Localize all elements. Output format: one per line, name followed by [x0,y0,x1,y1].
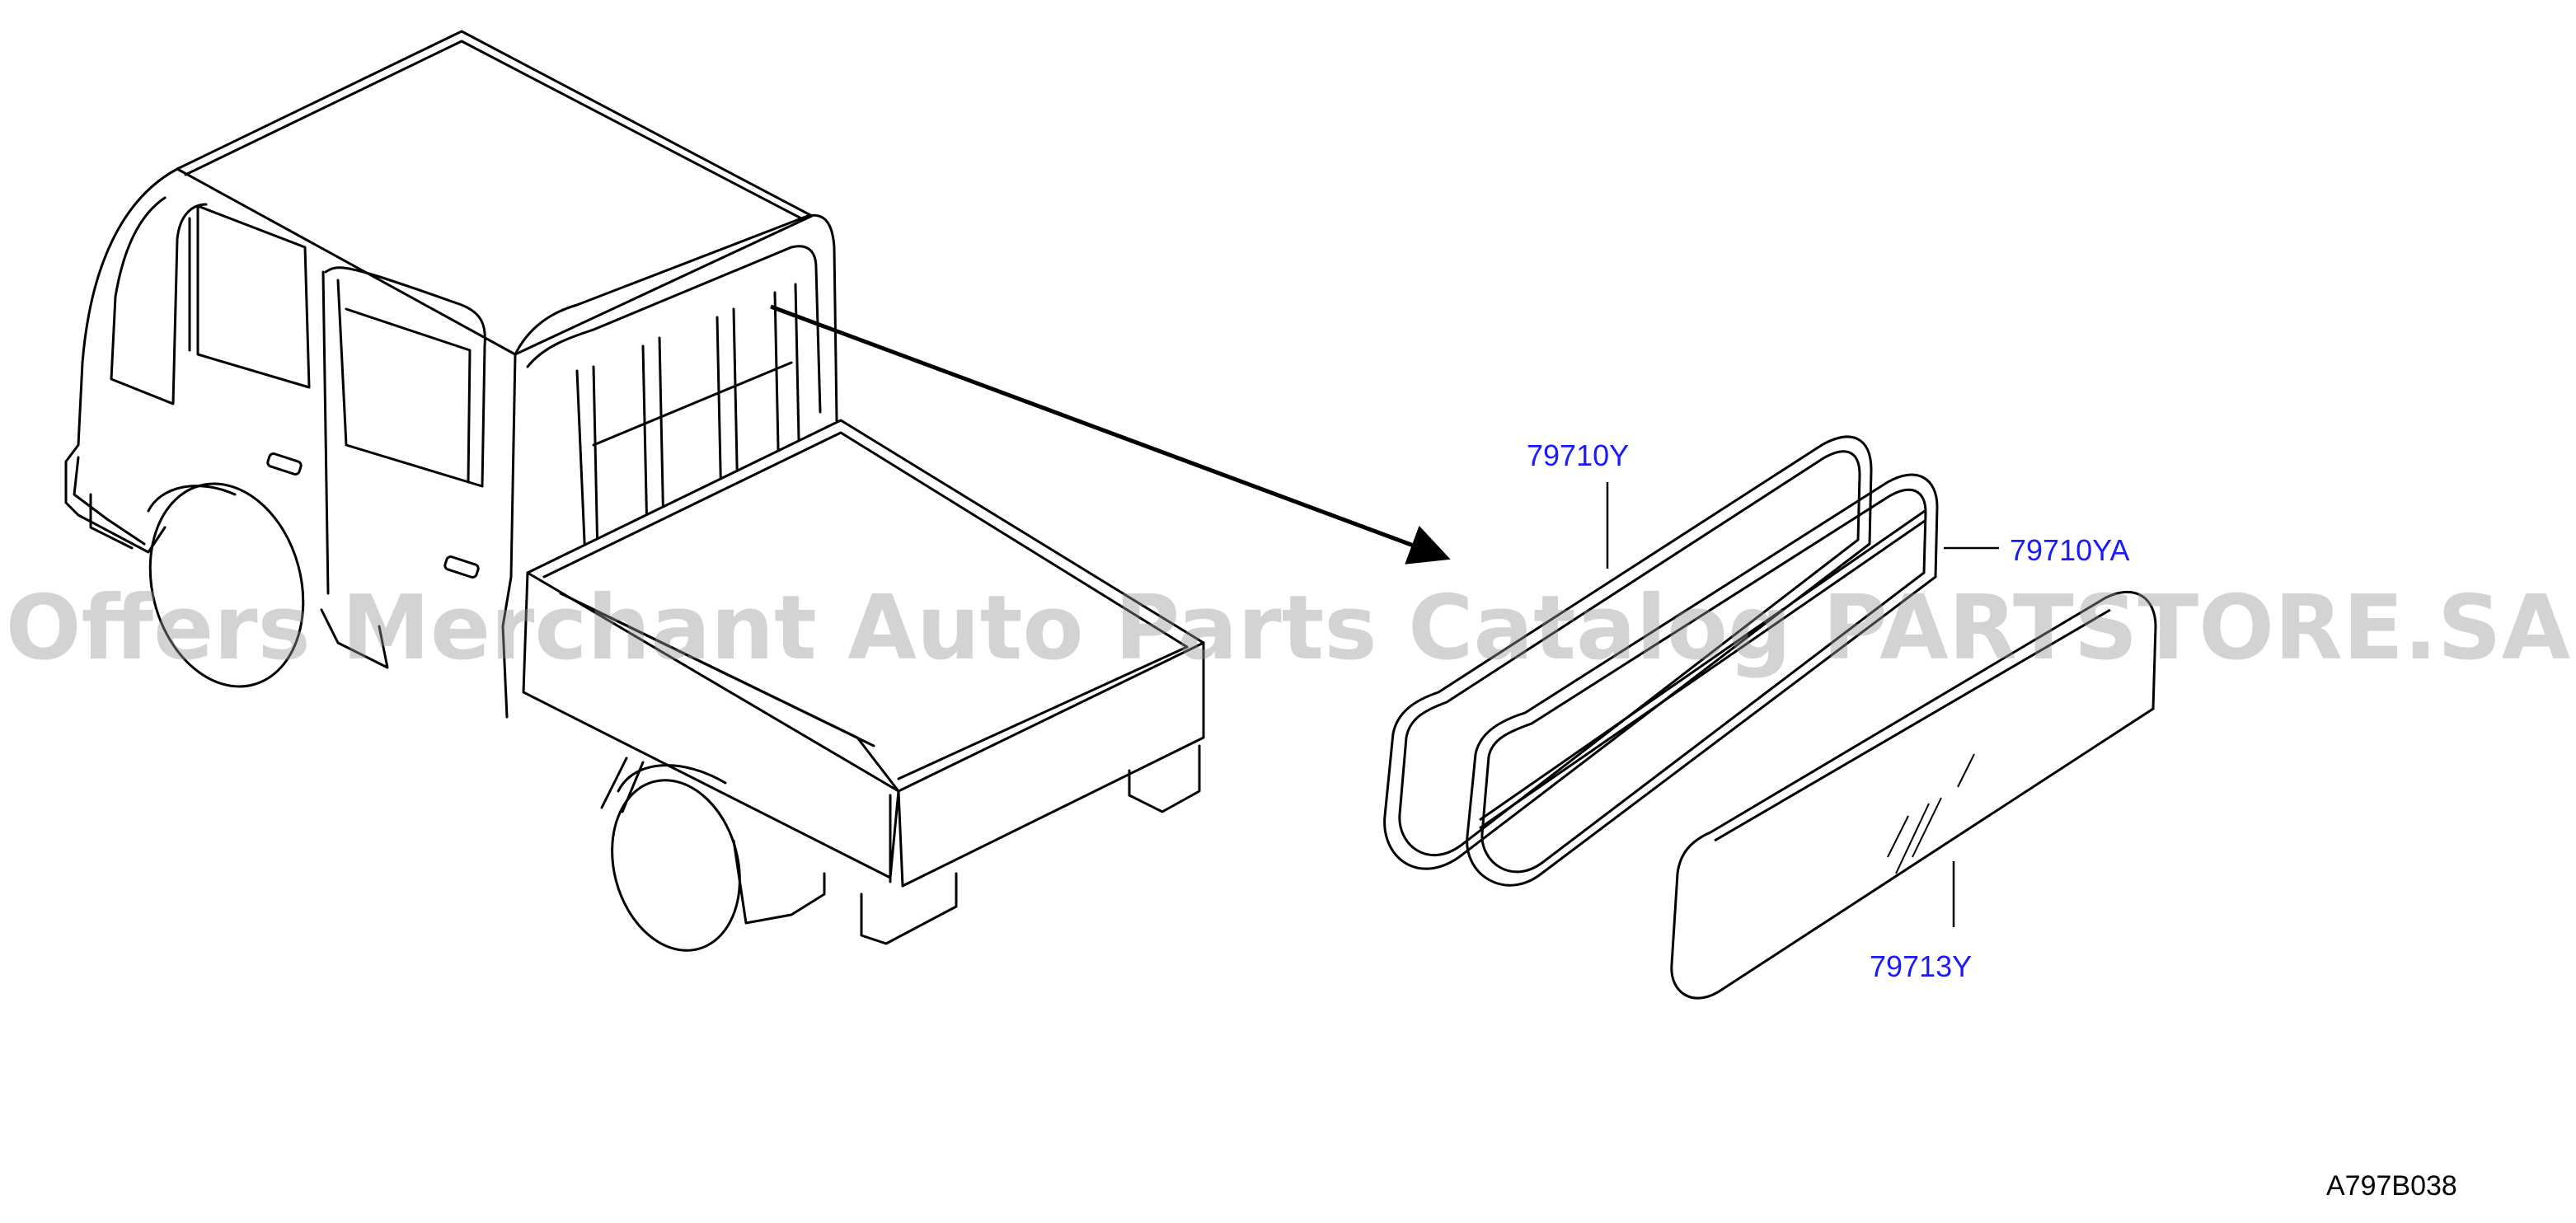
part-number-79710y[interactable]: 79710Y [1527,438,1630,472]
diagram-code: A797B038 [2326,1170,2457,1202]
part-number-79713y[interactable]: 79713Y [1870,949,1973,983]
pointer-arrow [770,304,1451,565]
truck-illustration [64,30,1205,952]
window-seal-inner-shape [1466,473,1939,887]
part-number-79710ya[interactable]: 79710YA [2010,533,2130,567]
window-seal-outer-shape [1383,435,1873,870]
rear-glass-shape [1670,590,2157,1000]
leader-lines [1606,482,1999,927]
